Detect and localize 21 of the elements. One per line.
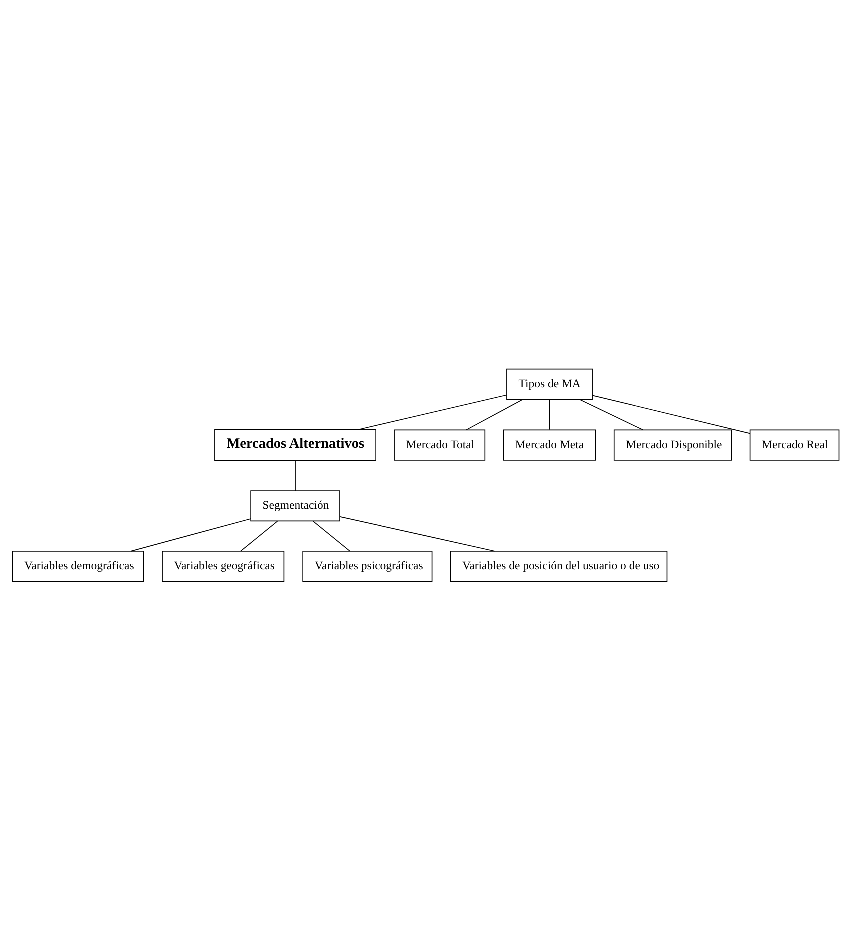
node-box: Segmentación [250, 490, 340, 522]
node-box: Variables geográficas [162, 551, 285, 582]
node-box: Tipos de MA [506, 368, 593, 400]
connector [358, 394, 508, 430]
connector [549, 399, 550, 430]
connector [295, 460, 296, 492]
connector [240, 521, 278, 552]
node-box: Variables demográficas [12, 551, 144, 582]
connector [579, 399, 644, 431]
node-box: Mercado Meta [503, 430, 596, 461]
connector [130, 518, 252, 552]
node-box: Mercado Total [394, 430, 486, 461]
connector [340, 516, 496, 552]
node-box: Variables de posición del usuario o de uso [450, 551, 668, 582]
connector [592, 395, 751, 434]
node-box: Variables psicográficas [302, 551, 433, 582]
node-box: Mercado Real [750, 430, 840, 461]
connector [312, 521, 350, 552]
connector [466, 399, 524, 430]
node-box: Mercados Alternativos [214, 429, 376, 462]
node-box: Mercado Disponible [614, 430, 732, 461]
